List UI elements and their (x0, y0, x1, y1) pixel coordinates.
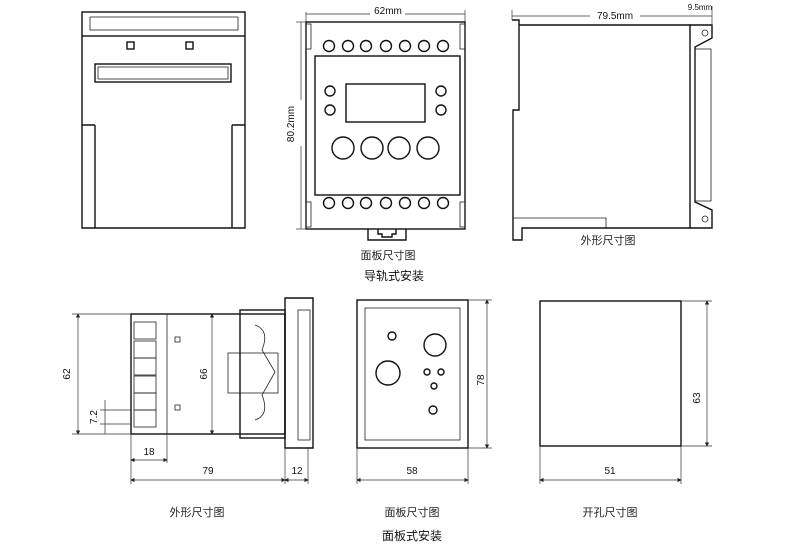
dim-depth-label: 79.5mm (597, 11, 633, 22)
cutout-view: 63 51 开孔尺寸图 (539, 300, 712, 519)
dim-51-label: 51 (604, 466, 616, 477)
dim-78-label: 78 (476, 374, 487, 386)
rail-front-view: 62mm 80.2mm 面板尺寸图 (286, 6, 466, 262)
panel-mount-title: 面板式安装 (382, 528, 442, 543)
panel-outline-view: 62 66 7.2 18 79 12 外形尺寸图 (62, 297, 314, 519)
panel-caption: 面板尺寸图 (385, 505, 440, 519)
dim-62-label: 62 (62, 368, 73, 380)
dim-12-label: 12 (291, 466, 303, 477)
dim-7-2-label: 7.2 (89, 410, 100, 424)
dim-66-label: 66 (199, 368, 210, 380)
side-caption: 外形尺寸图 (581, 233, 636, 247)
cutout-caption: 开孔尺寸图 (583, 505, 638, 519)
panel-face-view: 78 58 面板尺寸图 (356, 299, 492, 519)
dim-height-label: 80.2mm (286, 106, 297, 142)
dim-79-label: 79 (202, 466, 214, 477)
dim-flange-label: 9.5mm (688, 3, 713, 12)
dim-63-label: 63 (692, 392, 703, 404)
front-caption: 面板尺寸图 (361, 248, 416, 262)
rail-top-view (81, 11, 246, 229)
dim-width-label: 62mm (374, 6, 402, 17)
dim-58-label: 58 (406, 466, 418, 477)
rail-side-view: 79.5mm 9.5mm 外形尺寸图 (511, 3, 713, 247)
outline-caption: 外形尺寸图 (170, 505, 225, 519)
dim-18-label: 18 (143, 447, 155, 458)
rail-mount-title: 导轨式安装 (364, 268, 424, 283)
